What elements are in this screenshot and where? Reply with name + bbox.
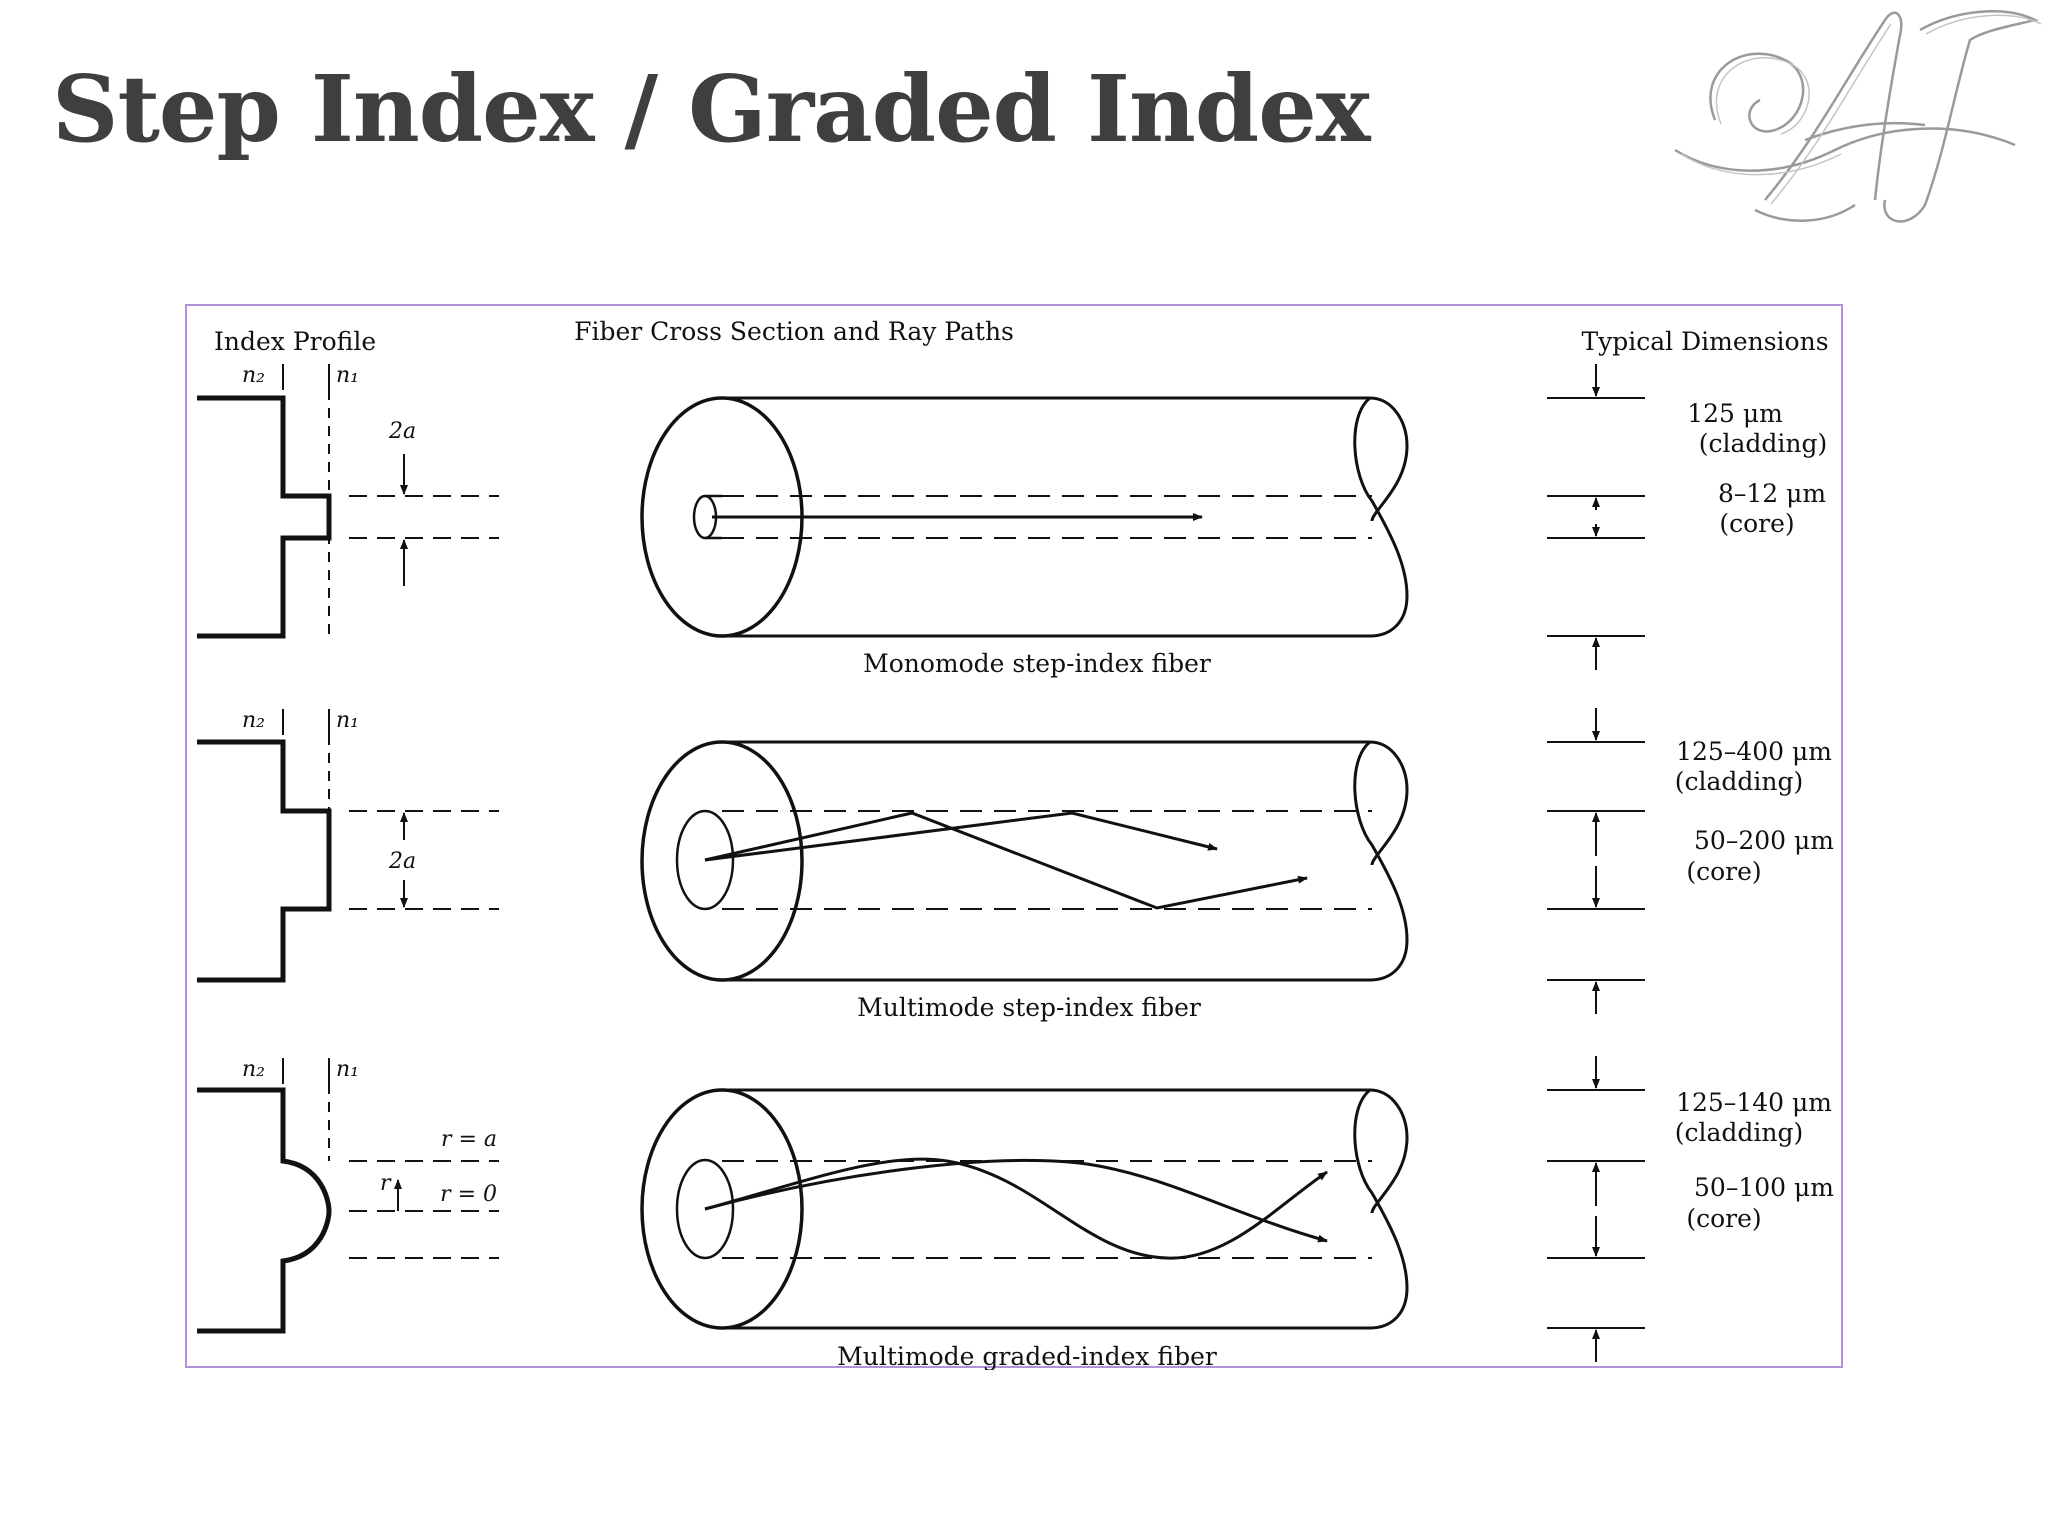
cladding-dim: 125–400 μm bbox=[1676, 737, 1832, 766]
two-a-label: 2a bbox=[388, 849, 416, 874]
core-dim: 8–12 μm bbox=[1718, 479, 1826, 508]
cladding-label: (cladding) bbox=[1675, 1118, 1804, 1147]
n2-label: n₂ bbox=[242, 708, 265, 733]
row-multimode-graded-index: n₂ n₁ r = a r r = 0 Multimode graded-ind… bbox=[197, 1056, 1834, 1370]
index-profile-step bbox=[197, 739, 332, 983]
n1-label: n₁ bbox=[336, 363, 359, 388]
logo-text: AJ bbox=[1805, 119, 1807, 121]
fiber-diagram-canvas: Index Profile Fiber Cross Section and Ra… bbox=[197, 317, 1834, 1370]
index-profile-graded bbox=[197, 1087, 332, 1334]
fiber-diagram: Index Profile Fiber Cross Section and Ra… bbox=[185, 304, 1843, 1370]
ray-path bbox=[704, 1159, 1328, 1243]
fiber-caption: Monomode step-index fiber bbox=[863, 649, 1211, 678]
header-cross-section: Fiber Cross Section and Ray Paths bbox=[574, 317, 1014, 346]
r-equals-a-label: r = a bbox=[441, 1127, 497, 1152]
cladding-dim: 125–140 μm bbox=[1676, 1088, 1832, 1117]
n1-label: n₁ bbox=[336, 1057, 359, 1082]
n1-label: n₁ bbox=[336, 708, 359, 733]
cladding-dim: 125 μm bbox=[1687, 399, 1783, 428]
core-dim: 50–200 μm bbox=[1694, 826, 1834, 855]
two-a-label: 2a bbox=[388, 419, 416, 444]
row-monomode-step-index: n₂ n₁ 2a Monomode step-index fiber bbox=[197, 363, 1827, 678]
n2-label: n₂ bbox=[242, 363, 265, 388]
core-label: (core) bbox=[1686, 857, 1761, 886]
ray-path bbox=[704, 1157, 1328, 1260]
fiber-caption: Multimode graded-index fiber bbox=[837, 1342, 1217, 1370]
core-label: (core) bbox=[1686, 1204, 1761, 1233]
ray-path bbox=[704, 811, 1308, 910]
r-equals-0-label: r = 0 bbox=[440, 1182, 497, 1207]
fiber-caption: Multimode step-index fiber bbox=[857, 993, 1201, 1022]
header-dimensions: Typical Dimensions bbox=[1581, 327, 1828, 356]
cladding-label: (cladding) bbox=[1675, 767, 1804, 796]
core-label: (core) bbox=[1719, 509, 1794, 538]
n2-label: n₂ bbox=[242, 1057, 265, 1082]
row-multimode-step-index: n₂ n₁ 2a Multimode step-index fiber bbox=[197, 708, 1834, 1022]
cladding-label: (cladding) bbox=[1699, 429, 1828, 458]
ray-path bbox=[704, 811, 1218, 862]
index-profile-step bbox=[197, 395, 332, 639]
r-label: r bbox=[380, 1171, 392, 1196]
slide-title: Step Index / Graded Index bbox=[52, 55, 1371, 163]
header-index-profile: Index Profile bbox=[214, 327, 376, 356]
monogram-logo: AJ bbox=[1674, 10, 2042, 223]
core-dim: 50–100 μm bbox=[1694, 1173, 1834, 1202]
